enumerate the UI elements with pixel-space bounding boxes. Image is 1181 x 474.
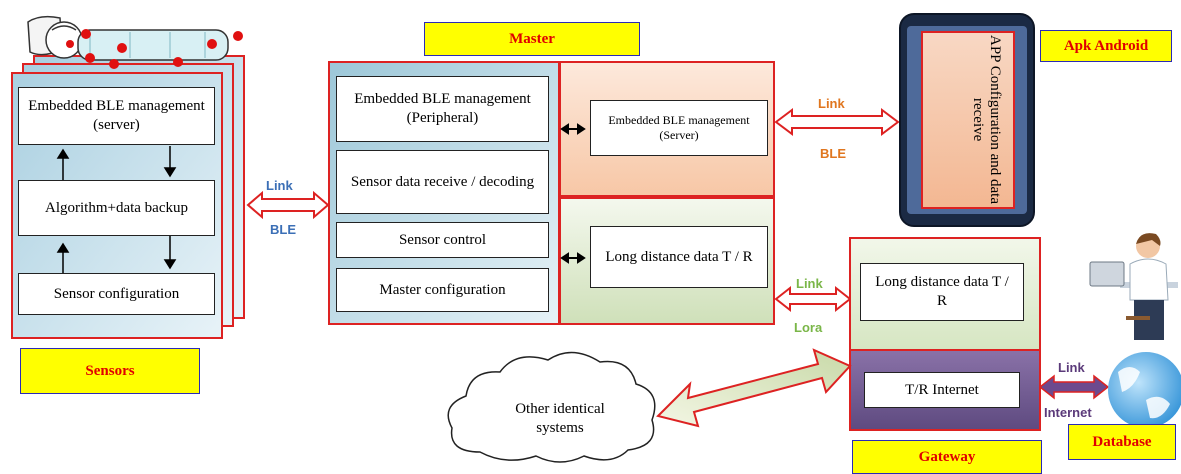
link-arrow-sensor-master [246,190,330,220]
link-label-master-apk: Link [818,96,845,111]
ble-label-master-apk: BLE [820,146,846,161]
master-sensor-control-label: Sensor control [398,231,487,248]
master-internal-arrows [560,123,586,264]
app-screen: APP Configuration and data receive [922,32,1014,208]
master-long-distance-box: Long distance data T / R [590,226,768,288]
master-ble-server-box: Embedded BLE management (Server) [590,100,768,156]
link-label-sensor-master: Link [266,178,293,193]
link-arrow-gateway-database [1038,374,1110,400]
doctor-illustration [1089,233,1178,340]
master-sensor-data-box: Sensor data receive / decoding [336,150,549,214]
gateway-tag-label: Gateway [918,448,976,465]
sensor-ble-management-label: Embedded BLE management (server) [28,98,205,133]
globe-icon [1108,352,1181,428]
sensors-tag: Sensors [20,348,200,394]
gateway-internet-label: T/R Internet [905,381,979,398]
sensor-algorithm-label: Algorithm+data backup [44,199,188,216]
link-arrow-master-apk [774,108,900,136]
gateway-tag: Gateway [852,440,1042,474]
database-tag-label: Database [1092,433,1152,450]
master-ble-peripheral-box: Embedded BLE management (Peripheral) [336,76,549,142]
sensors-tag-label: Sensors [85,362,135,379]
lora-label-master-gateway: Lora [794,320,823,335]
gateway-long-distance-label: Long distance data T / R [875,274,1009,309]
link-label-gateway-database: Link [1058,360,1085,375]
master-configuration-box: Master configuration [336,268,549,312]
link-arrow-gateway-cloud [656,348,852,428]
cloud-label: Other identical systems [515,401,605,436]
ble-label-sensor-master: BLE [270,222,296,237]
sensor-flow-arrows [56,146,177,273]
app-screen-label: APP Configuration and data receive [969,35,1003,205]
master-tag: Master [424,22,640,56]
master-long-distance-label: Long distance data T / R [605,248,753,265]
android-phone [899,13,1035,227]
gateway-internet-box: T/R Internet [864,372,1020,408]
apk-android-tag: Apk Android [1040,30,1172,62]
internet-label-gateway-database: Internet [1044,405,1092,420]
database-tag: Database [1068,424,1176,460]
master-tag-label: Master [509,30,555,47]
link-label-master-gateway: Link [796,276,823,291]
sensor-configuration-label: Sensor configuration [53,285,180,302]
sensor-algorithm-box: Algorithm+data backup [18,180,215,236]
apk-android-tag-label: Apk Android [1063,37,1149,54]
master-ble-server-label: Embedded BLE management (Server) [608,113,750,142]
master-configuration-label: Master configuration [379,281,506,298]
sensor-configuration-box: Sensor configuration [18,273,215,315]
gateway-long-distance-box: Long distance data T / R [860,263,1024,321]
patient-illustration [27,15,243,69]
sensor-ble-management-box: Embedded BLE management (server) [18,87,215,145]
cloud-shape [447,351,656,463]
master-sensor-control-box: Sensor control [336,222,549,258]
master-ble-peripheral-label: Embedded BLE management (Peripheral) [354,91,531,126]
link-arrow-master-gateway [774,285,852,313]
master-sensor-data-label: Sensor data receive / decoding [350,173,535,190]
